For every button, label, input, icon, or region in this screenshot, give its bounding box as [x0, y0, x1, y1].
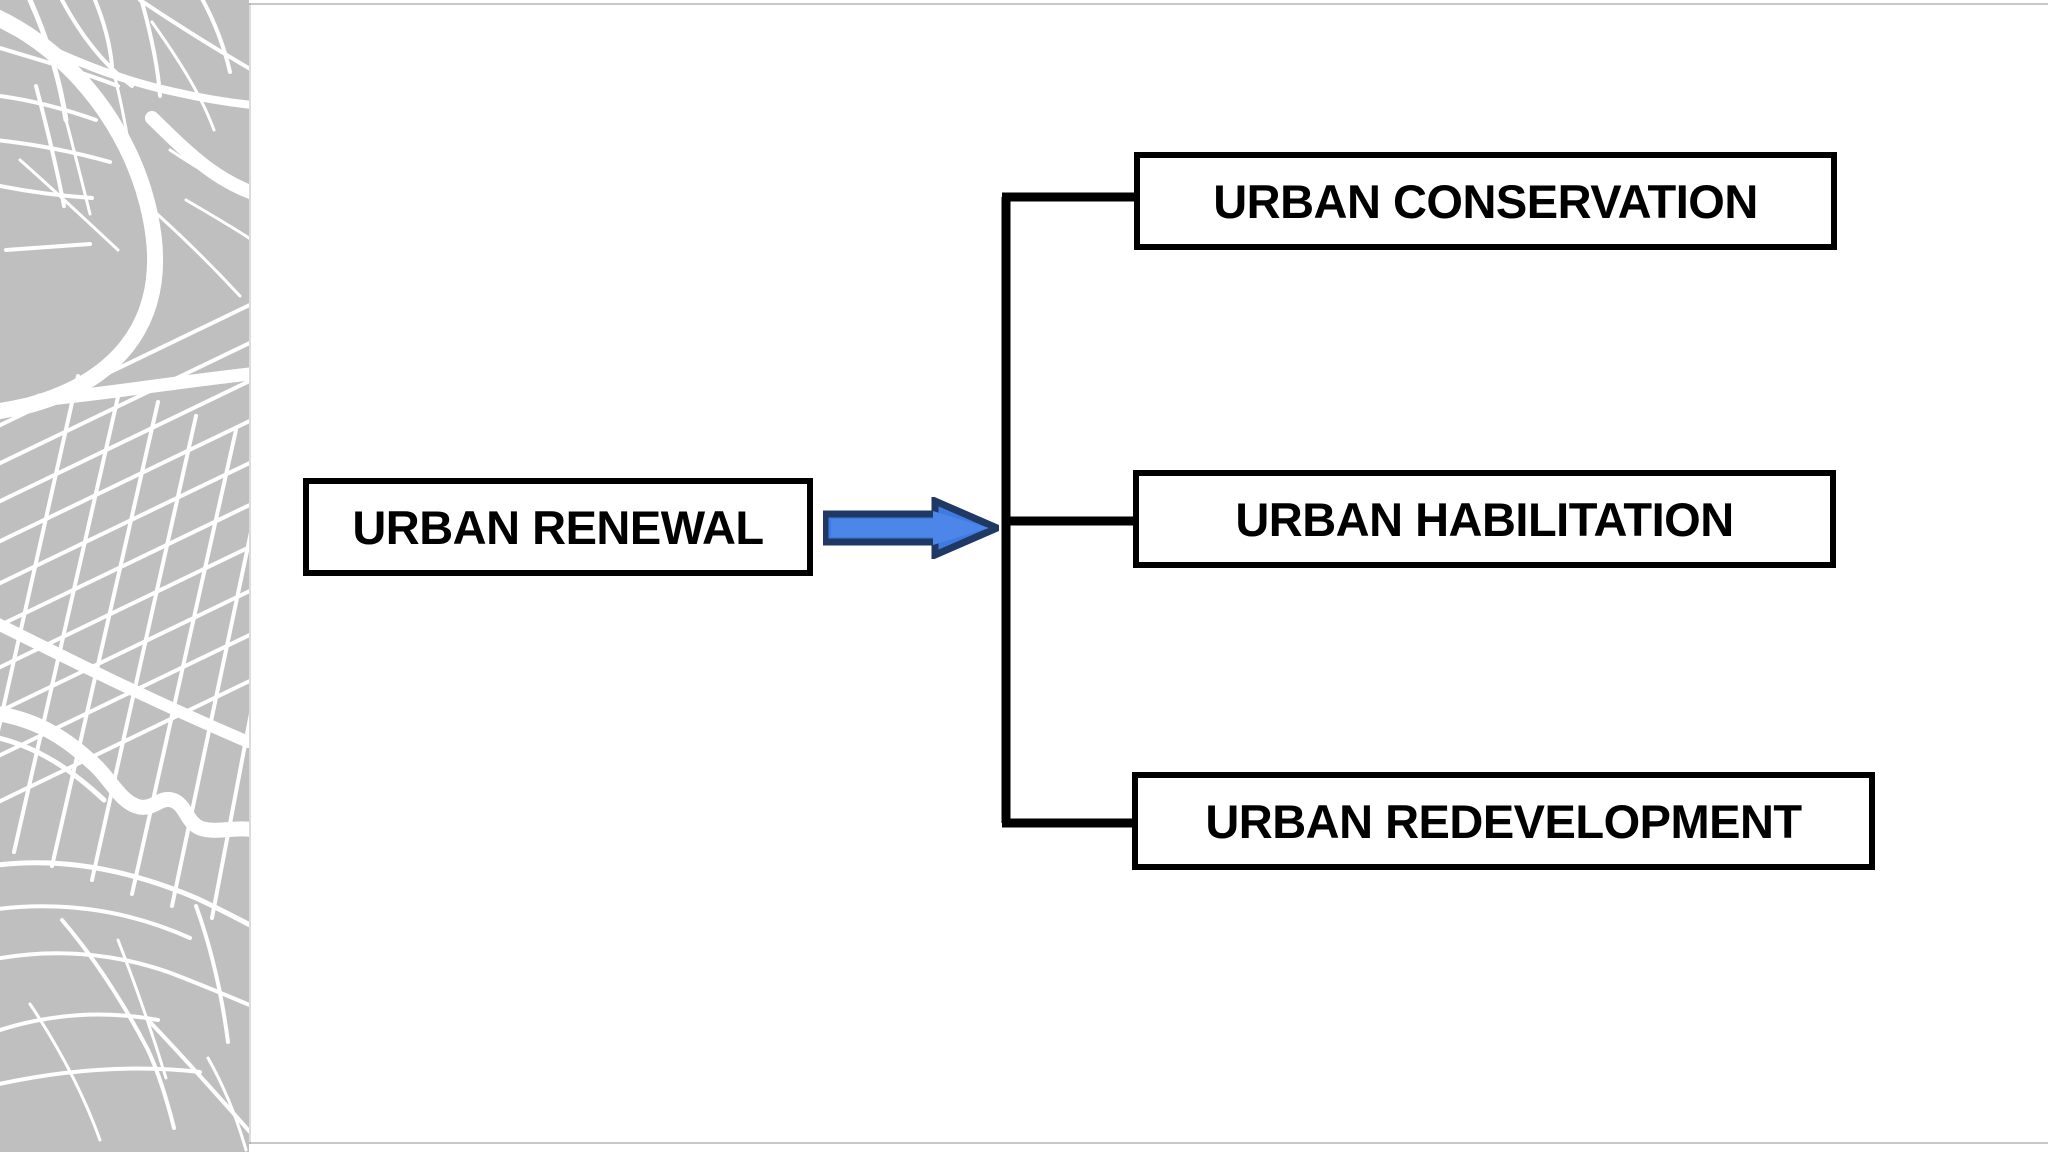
- map-roads-illustration: [0, 0, 249, 1152]
- node-urban-redevelopment[interactable]: URBAN REDEVELOPMENT: [1132, 772, 1875, 870]
- node-urban-renewal[interactable]: URBAN RENEWAL: [303, 478, 813, 576]
- right-arrow-icon: [823, 497, 999, 559]
- node-urban-habilitation[interactable]: URBAN HABILITATION: [1133, 470, 1836, 568]
- city-map-graphic: [0, 0, 249, 1152]
- slide-top-rule: [249, 3, 2048, 5]
- node-label: URBAN RENEWAL: [352, 500, 764, 554]
- node-label: URBAN REDEVELOPMENT: [1205, 794, 1802, 848]
- node-label: URBAN HABILITATION: [1235, 492, 1734, 546]
- node-urban-conservation[interactable]: URBAN CONSERVATION: [1134, 152, 1837, 250]
- slide-left-rule: [249, 3, 251, 1144]
- slide-bottom-rule: [249, 1142, 2048, 1144]
- node-label: URBAN CONSERVATION: [1213, 174, 1758, 228]
